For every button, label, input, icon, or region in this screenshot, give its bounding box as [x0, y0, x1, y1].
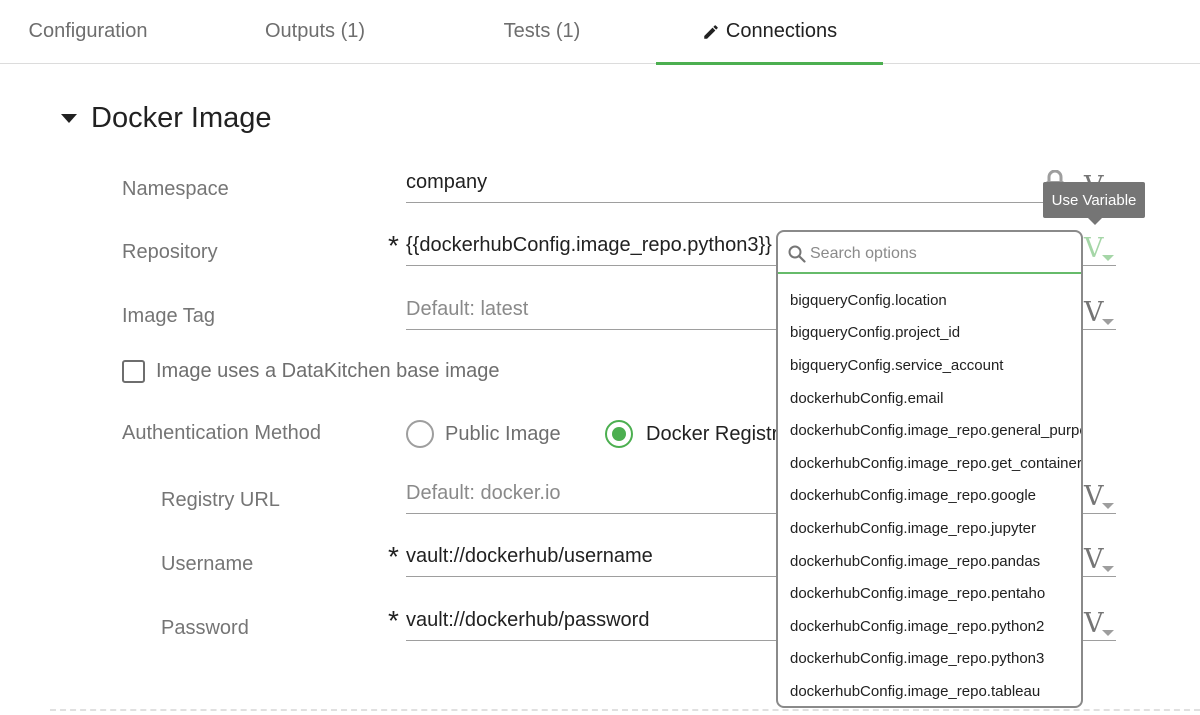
chevron-down-icon — [1102, 319, 1114, 325]
public-image-radio[interactable] — [406, 420, 434, 448]
username-underline-tail — [1082, 576, 1116, 577]
tab-bar: Configuration Outputs (1) Tests (1) Conn… — [0, 0, 1200, 65]
dropdown-option[interactable]: dockerhubConfig.email — [790, 389, 944, 407]
dropdown-option[interactable]: dockerhubConfig.image_repo.general_purpo… — [790, 422, 1081, 440]
image-tag-input[interactable] — [406, 290, 776, 329]
variable-icon: V — [1084, 297, 1104, 328]
variable-icon: V — [1084, 544, 1104, 575]
password-required-mark: * — [388, 605, 399, 636]
dropdown-option[interactable]: bigqueryConfig.service_account — [790, 356, 1004, 374]
variable-icon: V — [1084, 233, 1104, 264]
variable-icon: V — [1084, 481, 1104, 512]
pencil-icon — [702, 23, 720, 41]
tab-outputs[interactable]: Outputs (1) — [264, 20, 366, 42]
image-tag-field — [406, 290, 776, 330]
variable-icon: V — [1084, 608, 1104, 639]
docker-registry-radio-label[interactable]: Docker Registry — [646, 423, 789, 445]
password-field — [406, 601, 776, 641]
public-image-radio-label[interactable]: Public Image — [445, 423, 561, 445]
dropdown-option[interactable]: dockerhubConfig.image_repo.pandas — [790, 552, 1041, 570]
base-image-checkbox[interactable] — [122, 360, 145, 383]
chevron-down-icon — [1102, 255, 1114, 261]
tab-tests[interactable]: Tests (1) — [503, 20, 581, 42]
repository-variable-button[interactable]: V — [1084, 234, 1118, 268]
dropdown-option[interactable]: bigqueryConfig.location — [790, 291, 947, 309]
registry-url-field — [406, 474, 776, 514]
dropdown-option[interactable]: bigqueryConfig.project_id — [790, 324, 961, 342]
dropdown-option[interactable]: dockerhubConfig.image_repo.get_container — [790, 454, 1081, 472]
password-underline-tail — [1082, 640, 1116, 641]
dropdown-option[interactable]: dockerhubConfig.image_repo.google — [790, 487, 1037, 505]
registry-url-underline-tail — [1082, 513, 1116, 514]
dropdown-option[interactable]: dockerhubConfig.image_repo.python3 — [790, 650, 1045, 668]
docker-image-section-toggle[interactable]: Docker Image — [58, 100, 272, 136]
base-image-checkbox-label[interactable]: Image uses a DataKitchen base image — [156, 360, 500, 382]
section-divider — [50, 709, 1200, 711]
chevron-down-icon — [1102, 566, 1114, 572]
repository-input[interactable] — [406, 226, 776, 265]
dropdown-option[interactable]: dockerhubConfig.image_repo.jupyter — [790, 519, 1036, 537]
dropdown-option[interactable]: dockerhubConfig.image_repo.pentaho — [790, 585, 1046, 603]
password-input[interactable] — [406, 601, 776, 640]
image-tag-label: Image Tag — [122, 305, 216, 327]
chevron-down-icon — [1102, 630, 1114, 636]
repository-field — [406, 226, 776, 266]
caret-down-icon — [61, 113, 77, 123]
registry-url-label: Registry URL — [161, 489, 280, 511]
username-input[interactable] — [406, 537, 776, 576]
section-title: Docker Image — [91, 101, 272, 134]
dropdown-option[interactable]: dockerhubConfig.image_repo.python2 — [790, 617, 1045, 635]
repository-label: Repository — [122, 241, 218, 263]
namespace-input[interactable] — [406, 163, 1086, 202]
image-tag-variable-button[interactable]: V — [1084, 298, 1118, 332]
namespace-field — [406, 163, 1086, 203]
username-field — [406, 537, 776, 577]
use-variable-tooltip: Use Variable — [1043, 182, 1145, 225]
password-label: Password — [161, 617, 249, 639]
namespace-label: Namespace — [122, 178, 229, 200]
image-tag-underline-tail — [1082, 329, 1116, 330]
dropdown-search — [778, 232, 1081, 274]
repository-required-mark: * — [388, 230, 399, 261]
dropdown-search-input[interactable] — [810, 238, 1070, 270]
tab-configuration[interactable]: Configuration — [28, 20, 148, 42]
chevron-down-icon — [1102, 503, 1114, 509]
dropdown-option[interactable]: dockerhubConfig.image_repo.tableau — [790, 682, 1041, 700]
registry-url-input[interactable] — [406, 474, 776, 513]
password-variable-button[interactable]: V — [1084, 609, 1118, 643]
tab-connections[interactable]: Connections — [656, 0, 883, 65]
search-icon — [788, 245, 806, 263]
username-required-mark: * — [388, 541, 399, 572]
dropdown-options-list: bigqueryConfig.location bigqueryConfig.p… — [778, 284, 1081, 706]
username-variable-button[interactable]: V — [1084, 545, 1118, 579]
registry-url-variable-button[interactable]: V — [1084, 482, 1118, 516]
tab-connections-label: Connections — [725, 20, 838, 42]
docker-registry-radio[interactable] — [605, 420, 633, 448]
repository-underline-tail — [1082, 265, 1116, 266]
username-label: Username — [161, 553, 254, 575]
auth-method-label: Authentication Method — [122, 422, 322, 444]
variable-options-dropdown: bigqueryConfig.location bigqueryConfig.p… — [776, 230, 1083, 708]
